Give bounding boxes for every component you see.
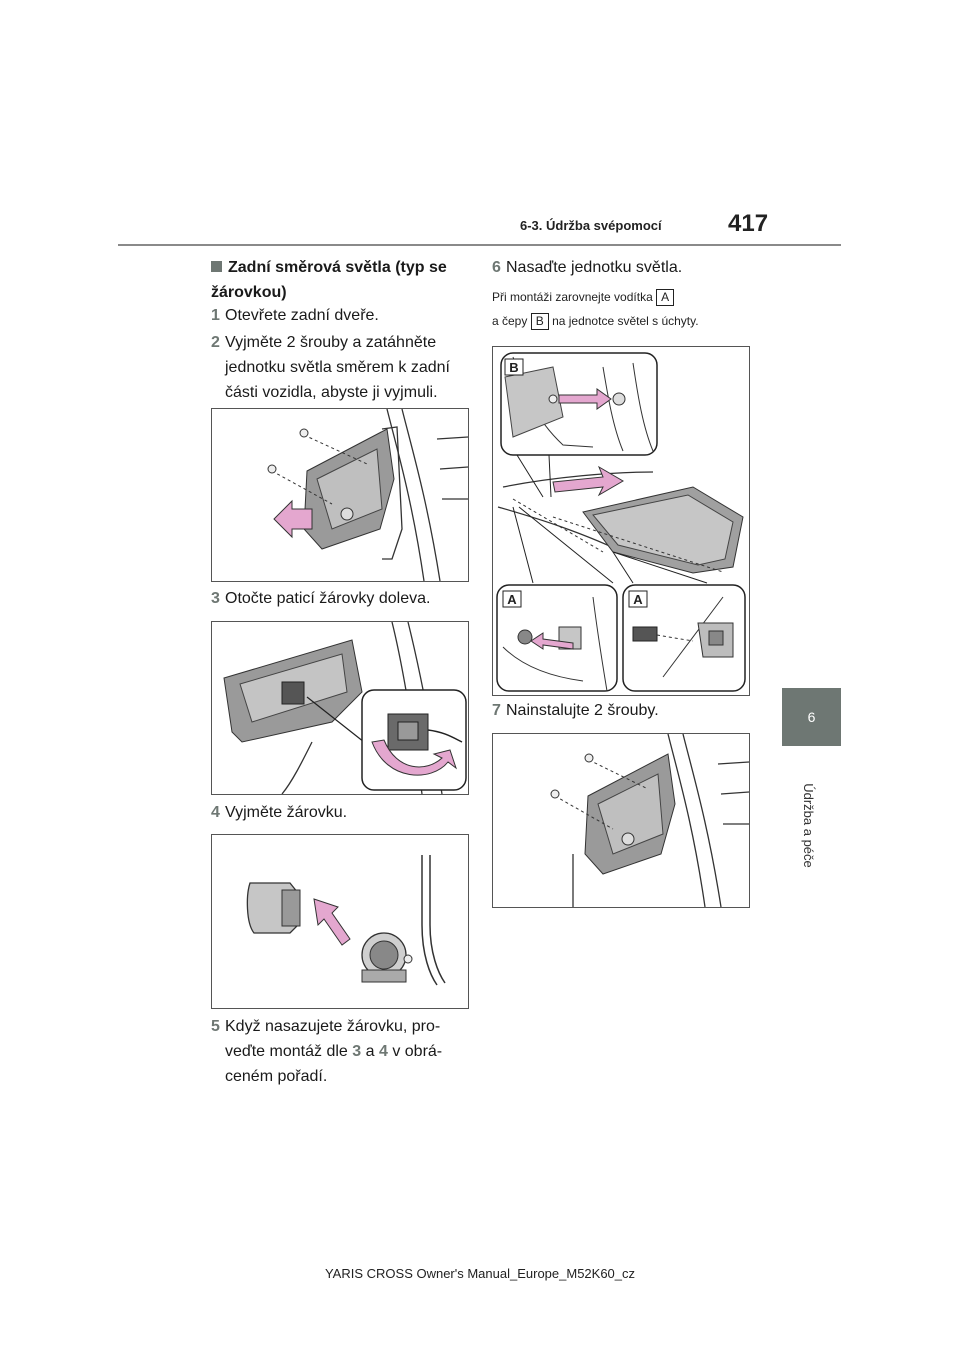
svg-text:A: A xyxy=(507,592,517,607)
socket-rotation-illustration xyxy=(223,622,467,794)
figure-remove-bulb xyxy=(211,834,469,1009)
installation-note: Při montáži zarovnejte vodítka A a čepy … xyxy=(492,289,699,330)
figure-turn-bulb-socket xyxy=(211,621,469,795)
figure-install-screws xyxy=(492,733,750,908)
chapter-tab: 6 xyxy=(782,688,841,746)
label-b-box: B xyxy=(530,313,549,330)
inset-a-left-arrow-icon xyxy=(530,632,574,650)
inset-a-right xyxy=(622,584,746,692)
square-bullet-icon xyxy=(211,261,222,272)
inset-b-label-box xyxy=(504,358,524,376)
screw-installation-illustration xyxy=(550,734,749,907)
pull-out-arrow-icon xyxy=(313,898,351,946)
section-title: 6-3. Údržba svépomocí xyxy=(520,218,662,233)
inset-a-left-label-box xyxy=(502,590,522,608)
bulb-removal-illustration xyxy=(246,855,446,986)
footer-text: YARIS CROSS Owner's Manual_Europe_M52K60… xyxy=(324,1266,636,1281)
inset-a-right-label-box xyxy=(628,590,648,608)
rotate-left-arrow-icon xyxy=(371,739,457,776)
figure-remove-light-unit xyxy=(211,408,469,582)
subsection-title: Zadní směrová světla (typ se žárovkou) xyxy=(211,259,447,301)
light-unit-removal-illustration xyxy=(267,409,468,581)
step-ref-4: 4 xyxy=(378,1043,388,1060)
svg-text:B: B xyxy=(509,360,518,375)
chapter-label: Údržba a péče xyxy=(800,782,816,868)
svg-text:A: A xyxy=(633,592,643,607)
step-ref-3: 3 xyxy=(352,1043,362,1060)
inset-b-arrow-icon xyxy=(558,388,612,410)
page-number: 417 xyxy=(728,210,769,237)
light-unit-installation-illustration: B A A xyxy=(496,352,746,692)
install-arrow-icon xyxy=(552,465,624,497)
header-divider xyxy=(118,244,841,246)
pull-arrow-icon xyxy=(273,499,313,539)
label-a-box: A xyxy=(656,289,675,306)
figure-install-light-unit: B A A xyxy=(492,346,750,696)
